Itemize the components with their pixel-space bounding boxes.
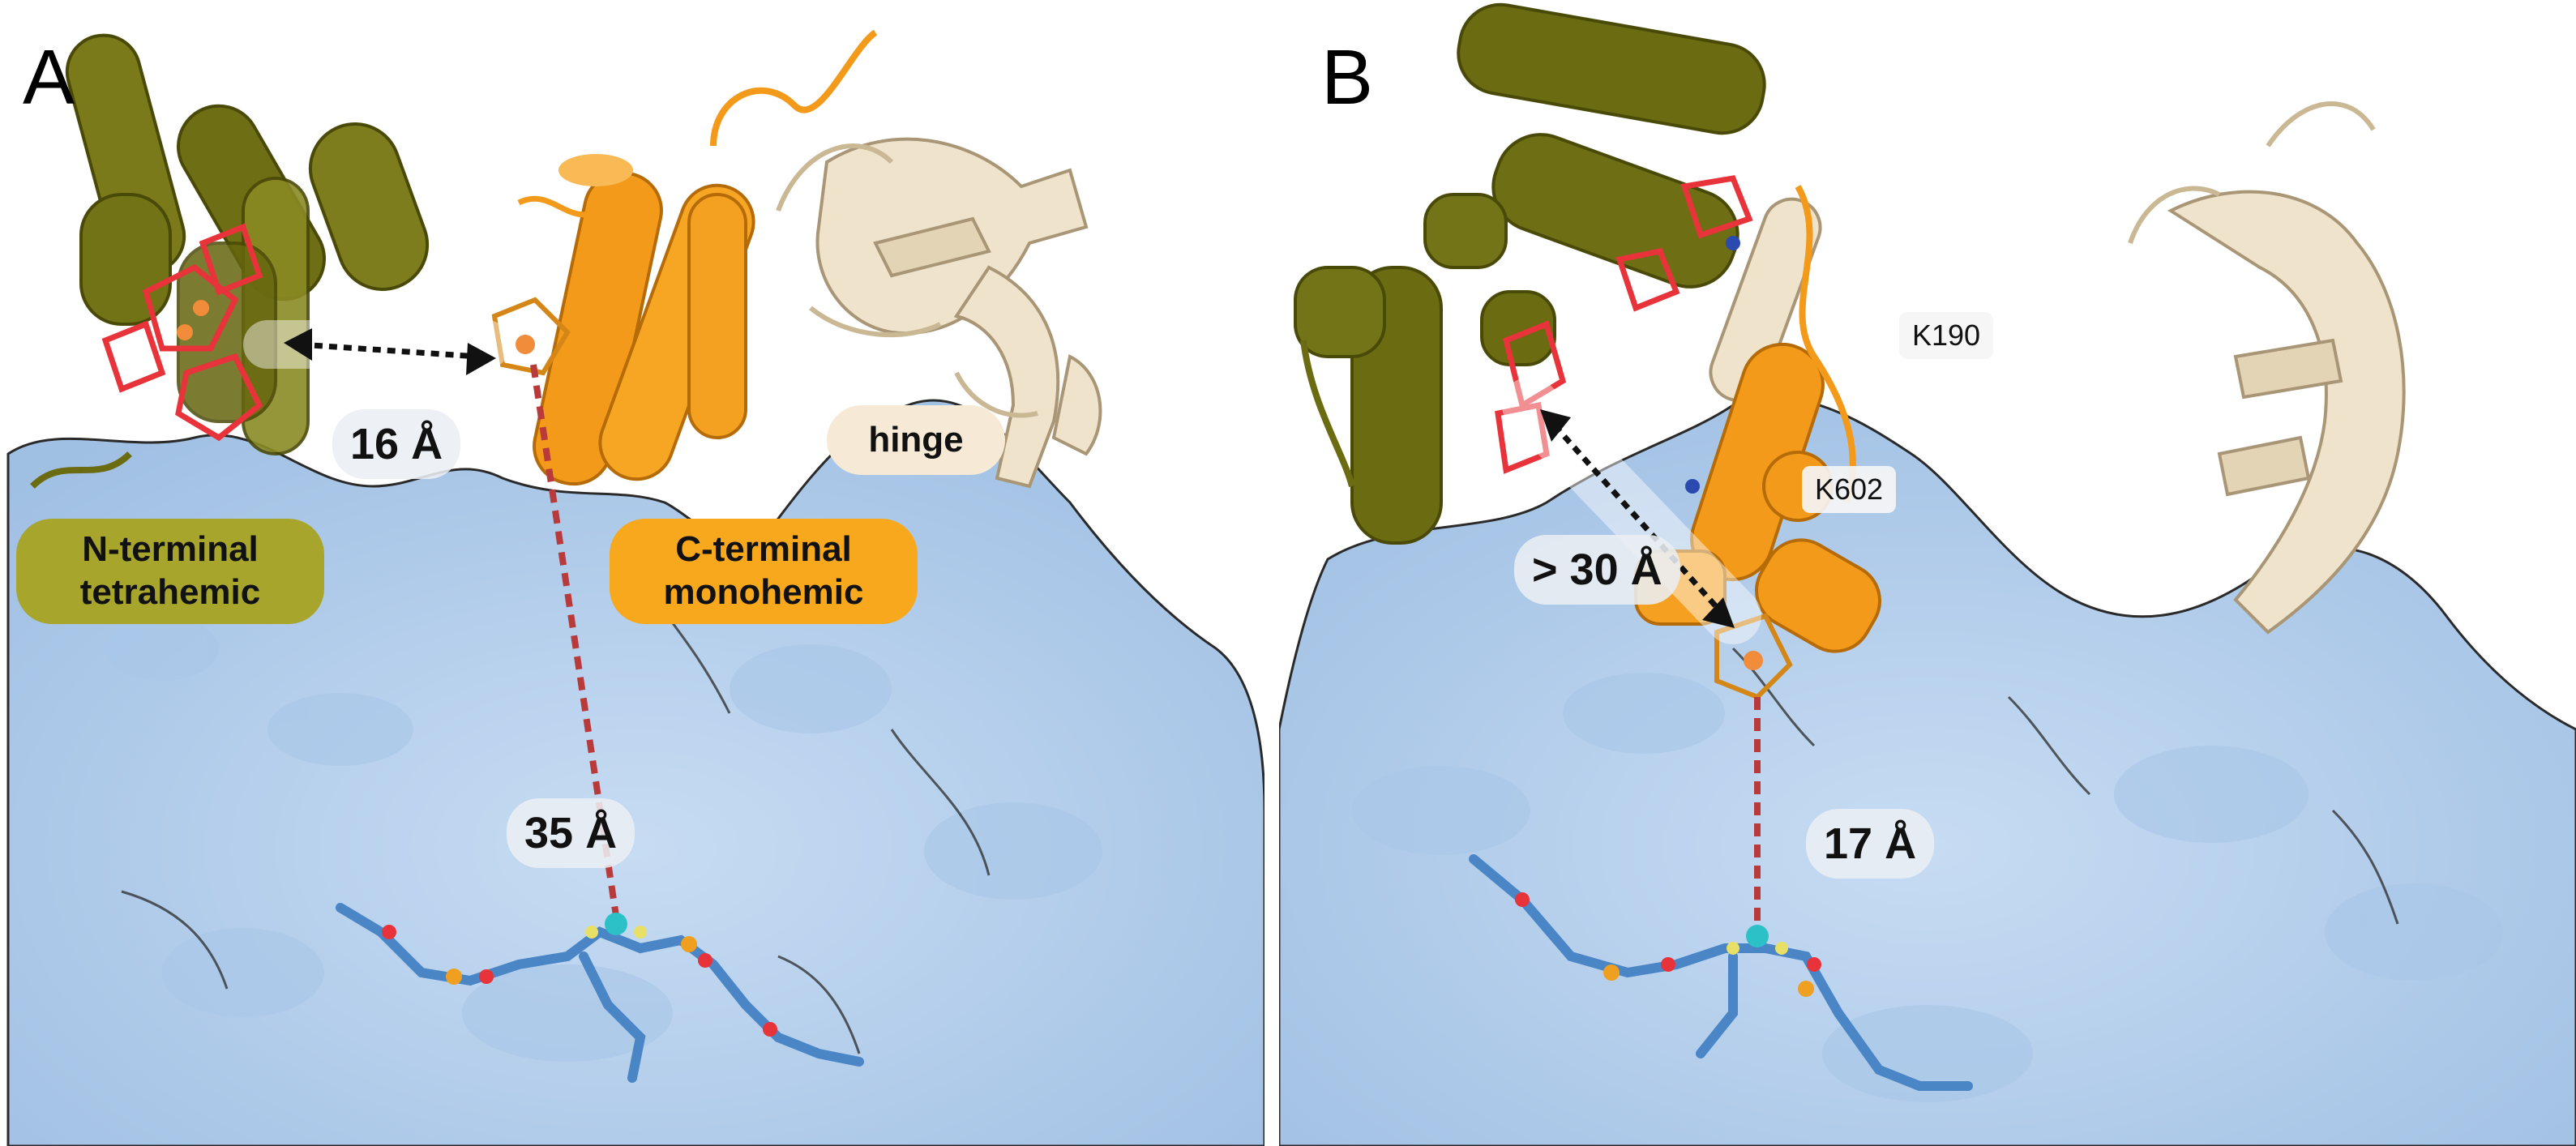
n-terminal-domain-cartoon — [1294, 2, 1766, 545]
c-domain-heme — [1714, 613, 1793, 700]
hinge-domain-cartoon — [815, 137, 1102, 489]
c-terminal-domain-cartoon — [1634, 185, 1881, 653]
fad-ligand — [1469, 854, 1973, 1091]
label-residue-k190: K190 — [1899, 312, 1994, 359]
panel-b-letter: B — [1321, 34, 1374, 121]
label-residue-k602: K602 — [1802, 466, 1897, 513]
label-hinge-domain: hinge — [827, 405, 1005, 475]
panel-a-letter: A — [23, 34, 75, 121]
panel-b: B > 30 Å 17 Å K190 K602 — [1279, 0, 2576, 1146]
panel-a: A 16 Å 35 Å hinge N-terminal tetrahemic … — [0, 0, 1264, 1146]
label-fad-distance: 17 Å — [1806, 809, 1935, 879]
label-c-terminal-domain: C-terminal monohemic — [610, 519, 918, 624]
n-domain-hemes — [101, 223, 263, 442]
label-n-heme-distance: > 30 Å — [1514, 535, 1680, 605]
c-terminal-domain-cartoon — [517, 29, 878, 486]
label-n-terminal-domain: N-terminal tetrahemic — [16, 519, 324, 624]
c-domain-heme — [491, 297, 571, 376]
label-n-heme-distance: 16 Å — [332, 409, 461, 479]
n-heme-distance-arrow — [1540, 409, 1735, 628]
n-domain-hemes — [1495, 175, 1753, 474]
hinge-domain-cartoon — [2167, 190, 2406, 635]
label-fad-distance: 35 Å — [507, 798, 635, 868]
n-heme-distance-arrow — [284, 328, 496, 375]
panel-b-structure-render — [1279, 2, 2576, 1146]
